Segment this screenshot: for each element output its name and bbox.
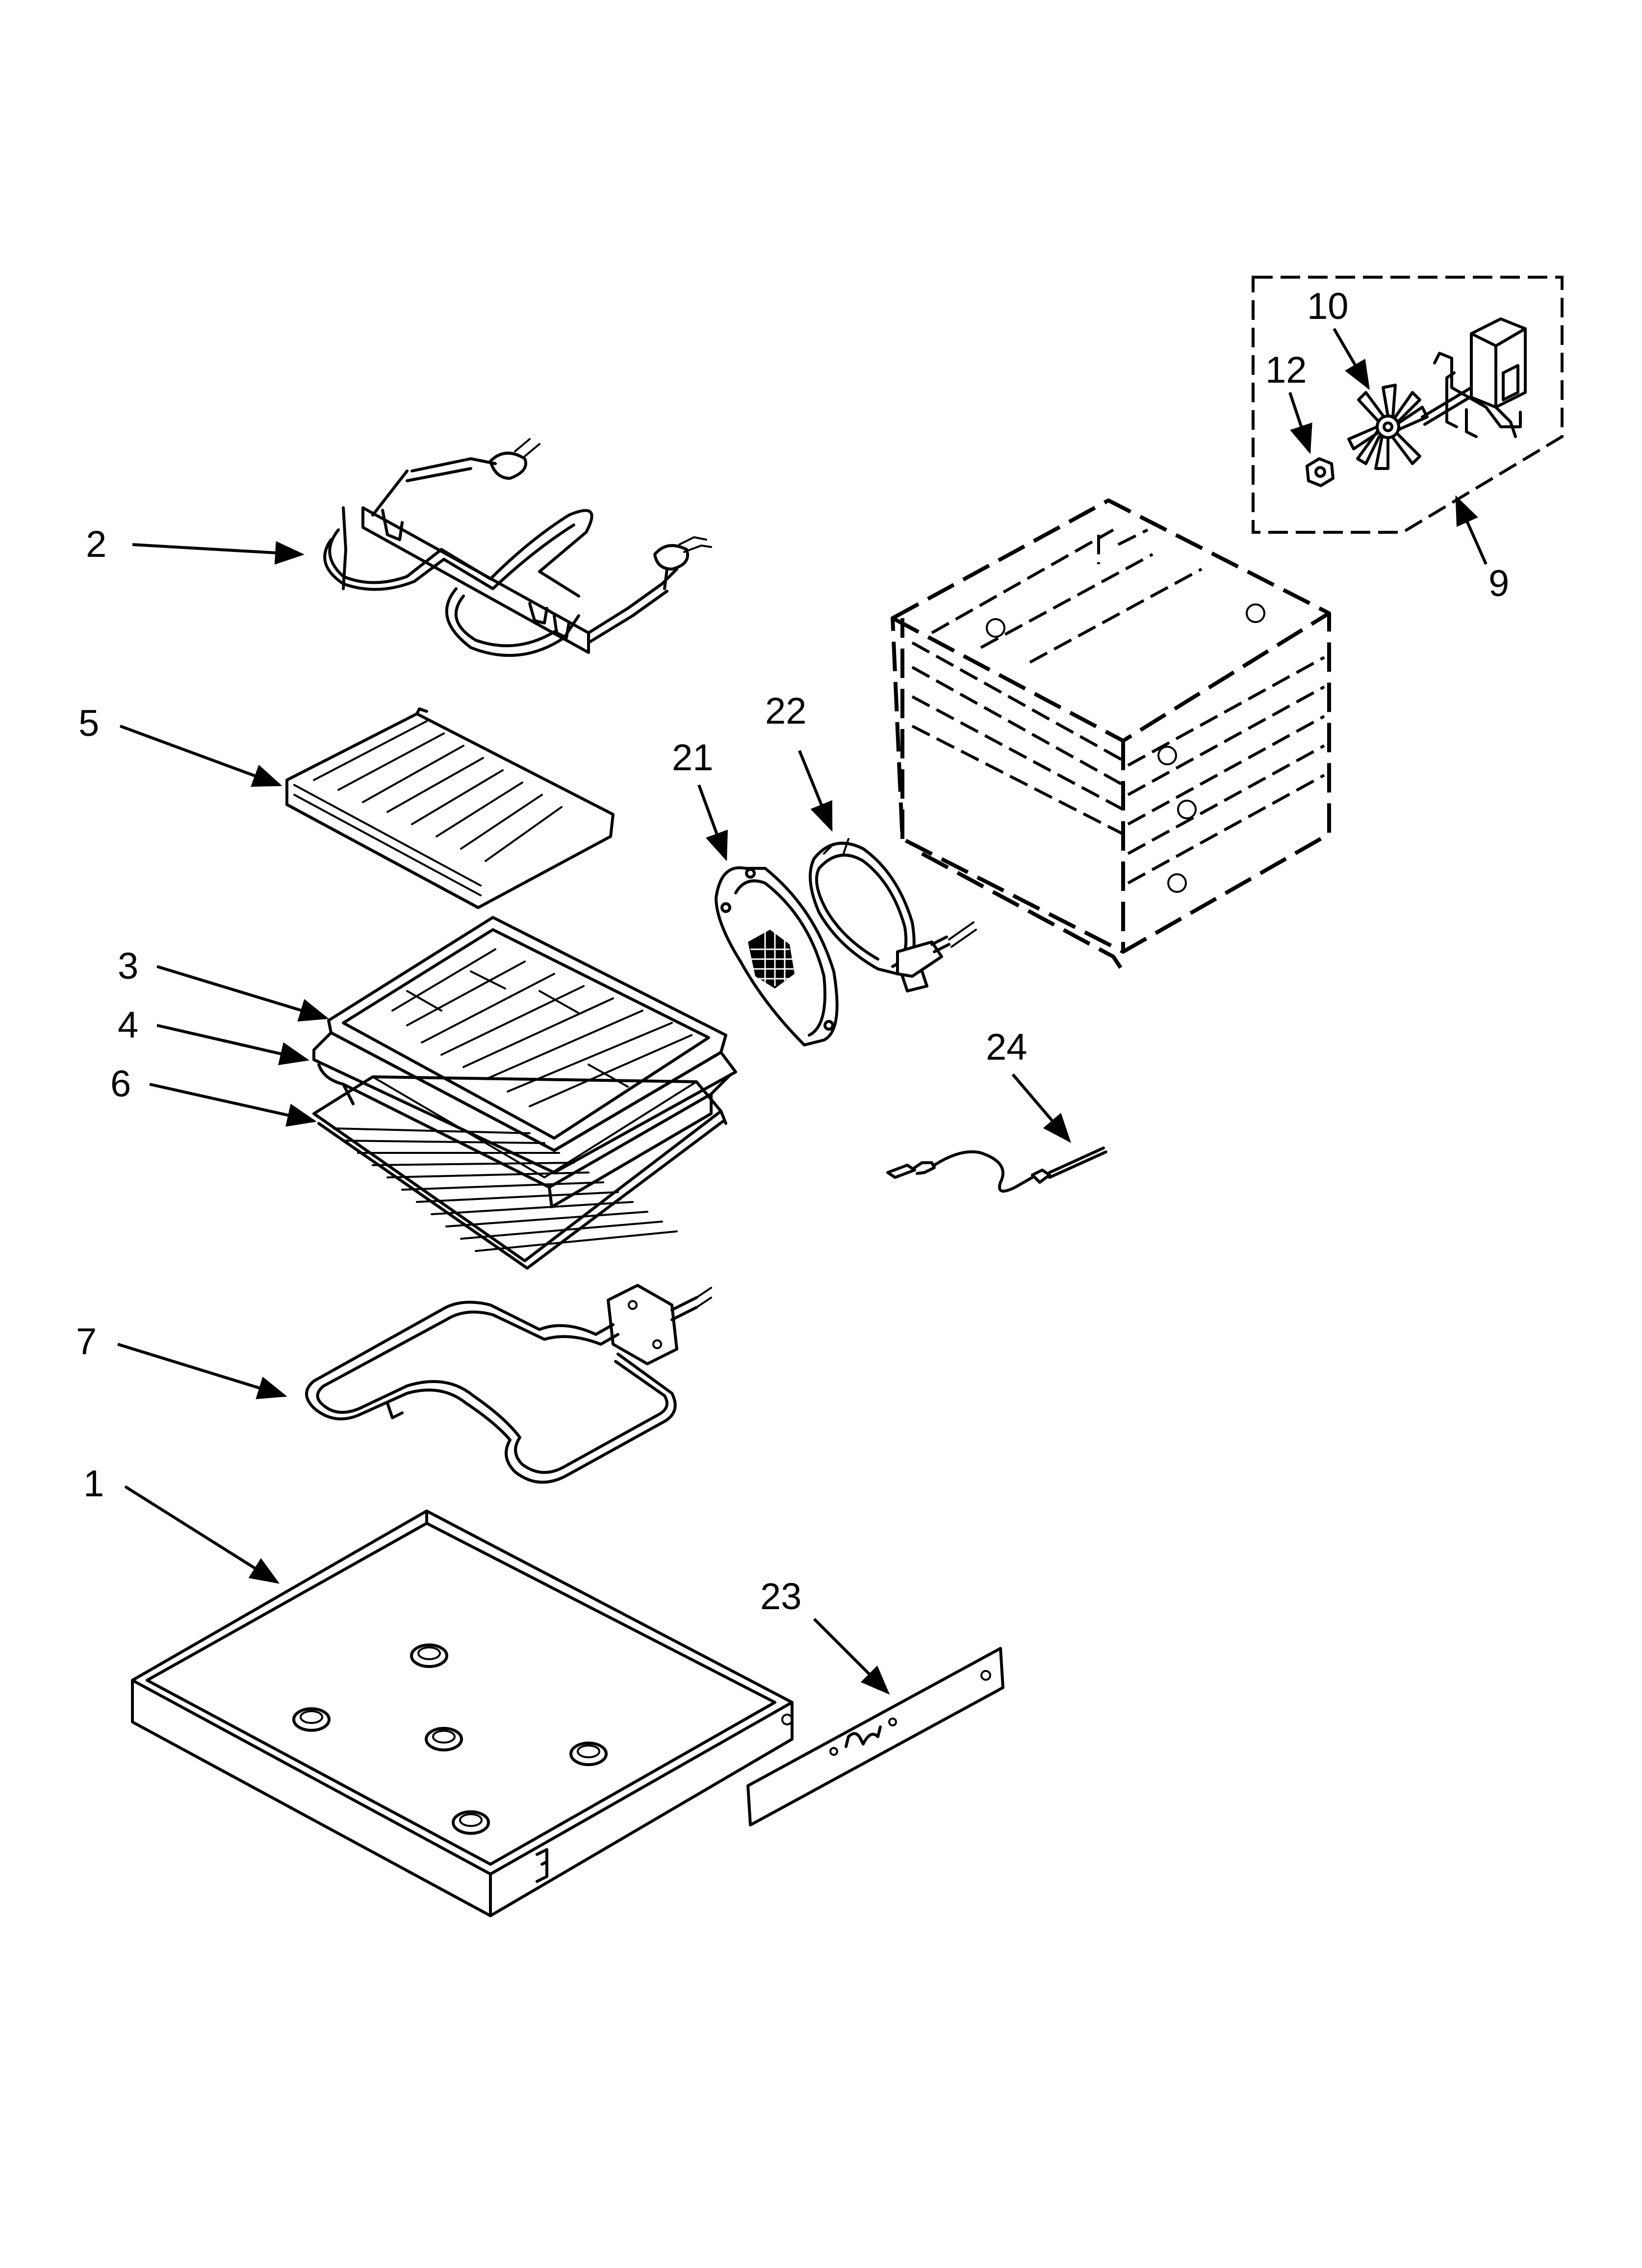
leader-10 bbox=[1333, 328, 1370, 391]
broiler-grid bbox=[327, 916, 727, 1152]
convection-baffle bbox=[715, 866, 839, 1046]
callout-2: 2 bbox=[86, 523, 106, 565]
leader-4 bbox=[156, 1024, 309, 1066]
bake-element bbox=[305, 1284, 712, 1484]
fan-nut bbox=[1306, 457, 1334, 487]
broil-shield bbox=[285, 707, 615, 909]
callout-7: 7 bbox=[76, 1321, 97, 1362]
callout-5: 5 bbox=[78, 703, 99, 744]
callout-10: 10 bbox=[1307, 286, 1349, 327]
leader-7 bbox=[117, 1343, 287, 1399]
convection-element bbox=[809, 838, 977, 992]
callout-24: 24 bbox=[986, 1026, 1027, 1068]
callout-4: 4 bbox=[118, 1004, 138, 1046]
callout-3: 3 bbox=[118, 945, 138, 987]
leader-9 bbox=[1455, 495, 1488, 565]
leader-21 bbox=[697, 784, 728, 861]
broil-element bbox=[323, 438, 712, 657]
convection-motor-assembly-box bbox=[1252, 276, 1564, 534]
callout-1: 1 bbox=[83, 1463, 104, 1505]
leader-1 bbox=[124, 1485, 280, 1584]
callout-12: 12 bbox=[1265, 349, 1307, 391]
leader-6 bbox=[149, 1083, 317, 1127]
callout-9: 9 bbox=[1488, 563, 1509, 604]
drawer-trim-panel bbox=[746, 1647, 1004, 1826]
callout-22: 22 bbox=[765, 690, 807, 732]
fan-blade bbox=[1347, 384, 1429, 470]
leader-2 bbox=[132, 541, 305, 565]
leader-22 bbox=[798, 750, 833, 832]
callout-21: 21 bbox=[672, 737, 714, 779]
leader-3 bbox=[156, 965, 329, 1022]
leader-23 bbox=[813, 1617, 890, 1695]
oven-cavity-outline bbox=[891, 498, 1331, 973]
drawer-pan bbox=[131, 1510, 794, 1917]
meat-probe bbox=[886, 1147, 1107, 1193]
oven-rack bbox=[312, 1075, 727, 1270]
callout-6: 6 bbox=[110, 1063, 131, 1105]
callout-23: 23 bbox=[760, 1576, 802, 1617]
leader-12 bbox=[1288, 392, 1312, 454]
leader-5 bbox=[119, 725, 282, 787]
leader-24 bbox=[1011, 1073, 1071, 1143]
convection-motor bbox=[1421, 317, 1527, 438]
